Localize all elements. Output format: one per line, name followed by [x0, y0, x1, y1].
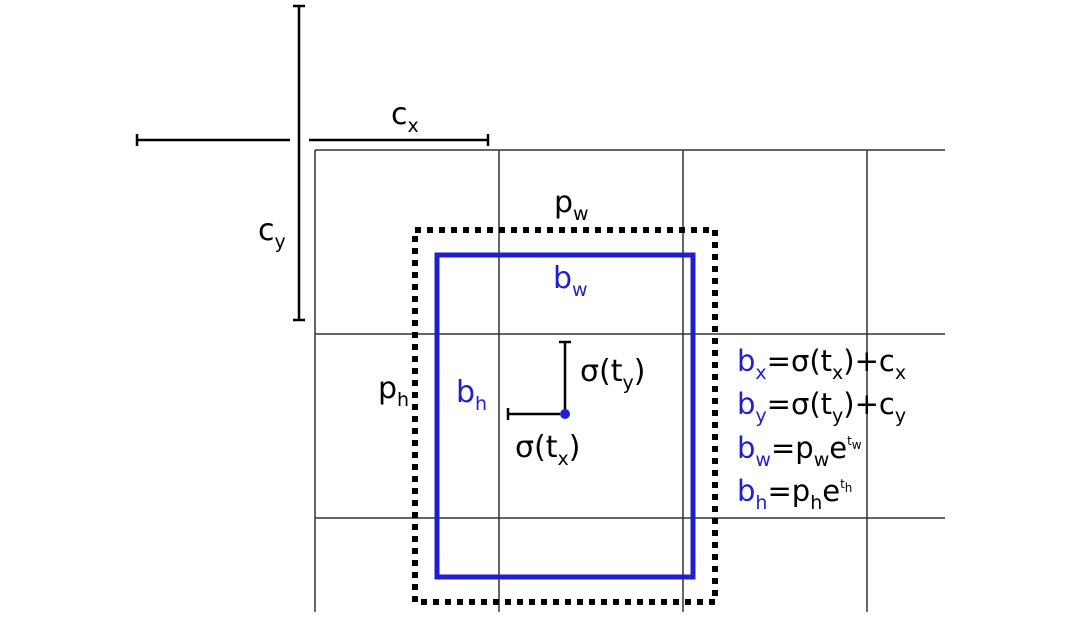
- eq-bw-rhs2-sup: t: [847, 434, 852, 448]
- eq-bw-rhs-sub: w: [814, 449, 830, 471]
- eq-bw-rhs2: e: [829, 431, 847, 465]
- label-sigma-tx-pre: σ(t: [515, 430, 558, 465]
- eq-bw-lhs-sub: w: [755, 449, 771, 471]
- label-sigma-tx-sub: x: [557, 448, 568, 470]
- eq-bh-rhs: =p: [767, 474, 810, 508]
- label-cx-sub: x: [408, 115, 419, 137]
- label-sigma-ty-post: ): [634, 354, 646, 389]
- eq-bx-rhs2-sub: x: [895, 362, 906, 384]
- label-bh-sub: h: [475, 393, 487, 415]
- label-bw-base: b: [553, 261, 572, 296]
- equations: bx=σ(tx)+cx by=σ(ty)+cy bw=pwetw bh=phet…: [737, 344, 906, 514]
- eq-bx-lhs-sub: x: [755, 362, 766, 384]
- label-ph-base: p: [378, 371, 397, 406]
- eq-by-rhs2: )+c: [843, 387, 895, 421]
- eq-bw-rhs: =p: [771, 431, 814, 465]
- prior-box: [412, 227, 718, 605]
- equation-bw: bw=pwetw: [737, 431, 862, 471]
- eq-by-lhs-sub: y: [755, 405, 766, 427]
- offset-markers: [135, 4, 490, 322]
- label-sigma-ty: σ(ty): [580, 354, 645, 394]
- label-pw-sub: w: [573, 203, 589, 225]
- center-point: [560, 409, 570, 419]
- eq-bx-rhs-sub: x: [832, 362, 843, 384]
- eq-bh-rhs2-sup: t: [840, 477, 845, 491]
- label-sigma-tx-post: ): [569, 430, 581, 465]
- eq-by-rhs: =σ(t: [767, 387, 832, 421]
- eq-bh-rhs-sub: h: [810, 492, 822, 514]
- eq-by-rhs2-sub: y: [895, 405, 906, 427]
- eq-bx-lhs: b: [737, 344, 755, 378]
- predicted-box: [434, 252, 696, 580]
- eq-bh-rhs2-sup-sub: h: [845, 481, 853, 495]
- eq-by-rhs-sub: y: [832, 405, 843, 427]
- equation-bh: bh=pheth: [737, 474, 852, 514]
- label-cy-base: c: [258, 213, 275, 248]
- label-cy-sub: y: [275, 231, 286, 253]
- equation-by: by=σ(ty)+cy: [737, 387, 906, 427]
- eq-bw-lhs: b: [737, 431, 755, 465]
- label-pw-base: p: [554, 185, 573, 220]
- eq-bh-lhs: b: [737, 474, 755, 508]
- label-pw: pw: [554, 185, 589, 225]
- eq-bx-rhs: =σ(t: [767, 344, 832, 378]
- label-sigma-ty-pre: σ(t: [580, 354, 623, 389]
- label-bh-base: b: [456, 375, 475, 410]
- label-cx-base: c: [391, 97, 408, 132]
- equation-bx: bx=σ(tx)+cx: [737, 344, 906, 384]
- label-bw: bw: [553, 261, 588, 301]
- eq-bw-rhs2-sup-sub: w: [852, 438, 862, 452]
- label-cx: cx: [391, 97, 419, 137]
- label-bw-sub: w: [572, 279, 588, 301]
- label-ph: ph: [378, 371, 409, 411]
- eq-bh-lhs-sub: h: [755, 492, 767, 514]
- eq-bx-rhs2: )+c: [843, 344, 895, 378]
- label-sigma-tx: σ(tx): [515, 430, 580, 470]
- label-ph-sub: h: [397, 389, 409, 411]
- label-bh: bh: [456, 375, 487, 415]
- sigma-markers: [506, 340, 571, 420]
- label-cy: cy: [258, 213, 286, 253]
- label-sigma-ty-sub: y: [622, 372, 633, 394]
- eq-by-lhs: b: [737, 387, 755, 421]
- eq-bh-rhs2: e: [822, 474, 840, 508]
